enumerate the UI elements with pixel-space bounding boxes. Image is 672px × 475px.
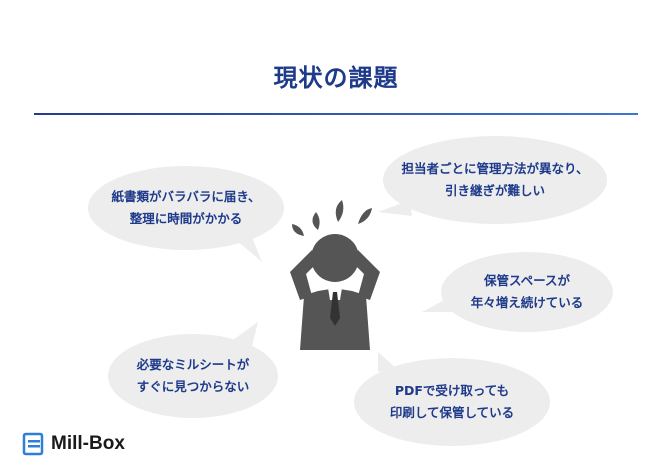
bubble-print-pdf	[354, 352, 550, 446]
bubble-paper-arrival	[88, 166, 284, 262]
bubble-storage-space	[422, 252, 613, 332]
worried-person-icon	[290, 200, 380, 350]
brand-name: Mill-Box	[51, 433, 125, 454]
bubble-text-management-method: 担当者ごとに管理方法が異なり、 引き継ぎが難しい	[401, 161, 589, 198]
bubble-find-mill-sheet	[108, 322, 278, 418]
bubble-text-print-pdf: PDFで受け取っても 印刷して保管している	[389, 383, 515, 420]
bubble-management-method	[378, 136, 607, 224]
bubble-text-find-mill-sheet: 必要なミルシートが すぐに見つからない	[136, 357, 250, 394]
mill-box-logo-icon	[22, 432, 44, 456]
page-title: 現状の課題	[273, 64, 399, 92]
brand-logo: Mill-Box	[22, 430, 125, 458]
bubble-text-storage-space: 保管スペースが 年々増え続けている	[470, 273, 584, 310]
bubble-text-paper-arrival: 紙書類がバラバラに届き、 整理に時間がかかる	[111, 189, 261, 226]
title-divider	[34, 113, 638, 115]
tie-detail	[328, 288, 342, 326]
